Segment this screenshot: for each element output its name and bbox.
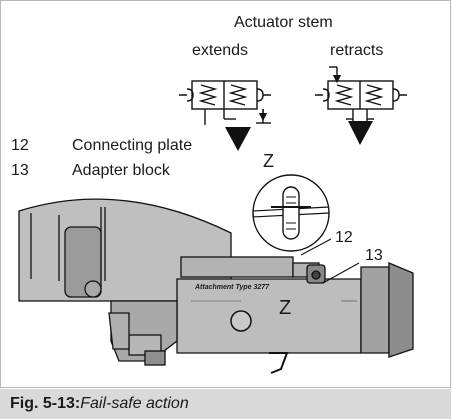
caption-bar: Fig. 5-13:Fail-safe action bbox=[0, 389, 451, 419]
callout-13: 13 bbox=[365, 247, 383, 264]
detail-z-label: Z bbox=[263, 151, 274, 171]
legend-12-text: Connecting plate bbox=[72, 137, 193, 154]
part-label-z: Z bbox=[279, 297, 292, 319]
plate-text: Attachment Type 3277 bbox=[195, 284, 270, 291]
extends-direction-arrow bbox=[225, 127, 251, 151]
retracts-valve-symbol bbox=[315, 66, 407, 123]
retracts-label: retracts bbox=[330, 42, 384, 59]
callout-12: 12 bbox=[335, 229, 353, 246]
caption-number: Fig. 5-13: bbox=[10, 395, 81, 412]
connecting-plate bbox=[180, 256, 294, 278]
leader-13 bbox=[322, 262, 360, 284]
legend-13-text: Adapter block bbox=[72, 162, 170, 179]
extends-valve-symbol bbox=[179, 80, 271, 125]
actuator-assembly bbox=[18, 198, 414, 374]
extends-label: extends bbox=[192, 42, 249, 59]
retracts-direction-arrow bbox=[348, 121, 373, 145]
legend-13-number: 13 bbox=[11, 162, 29, 179]
legend-12-number: 12 bbox=[11, 137, 29, 154]
caption-text: Fail-safe action bbox=[80, 395, 189, 412]
leader-12 bbox=[300, 238, 332, 256]
figure-caption: Fig. 5-13:Fail-safe action bbox=[10, 394, 189, 414]
figure-panel: Actuator stem extends retracts 12 Connec… bbox=[0, 0, 451, 388]
detail-z-magnifier bbox=[252, 174, 330, 252]
stem-heading: Actuator stem bbox=[234, 14, 333, 31]
side-boss bbox=[64, 226, 102, 298]
fail-safe-illustration bbox=[18, 66, 414, 374]
